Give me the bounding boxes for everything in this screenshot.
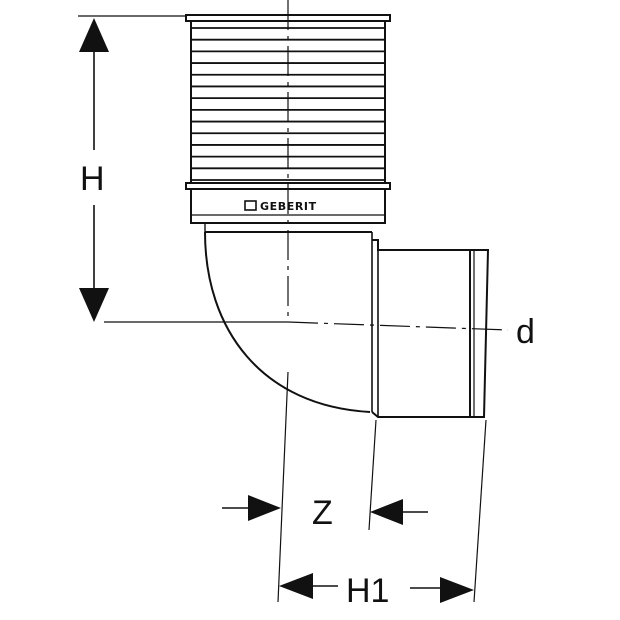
height-arrow-up xyxy=(79,18,109,52)
height-dimension: H xyxy=(79,18,109,322)
z-arrow-left xyxy=(248,495,281,521)
height-label: H xyxy=(80,160,105,198)
height-arrow-down xyxy=(79,288,109,322)
extension-lines xyxy=(277,371,487,603)
brand-logo-mark xyxy=(244,200,257,211)
h1-arrow-right xyxy=(440,577,474,603)
horizontal-center-line xyxy=(287,321,509,331)
z-arrow-right xyxy=(370,499,403,525)
center-lines xyxy=(287,0,509,331)
offset-label: H1 xyxy=(346,572,389,610)
h1-arrow-left xyxy=(279,573,313,599)
insertion-depth-dimension: Z xyxy=(222,494,428,532)
elbow-outer-curve xyxy=(204,231,371,413)
offset-dimension: H1 xyxy=(279,572,474,610)
insertion-depth-label: Z xyxy=(312,494,333,532)
diameter-label: d xyxy=(516,313,535,351)
spigot xyxy=(371,232,490,418)
spigot-end-face xyxy=(470,249,490,418)
brand-logo: GEBERIT xyxy=(244,200,316,213)
